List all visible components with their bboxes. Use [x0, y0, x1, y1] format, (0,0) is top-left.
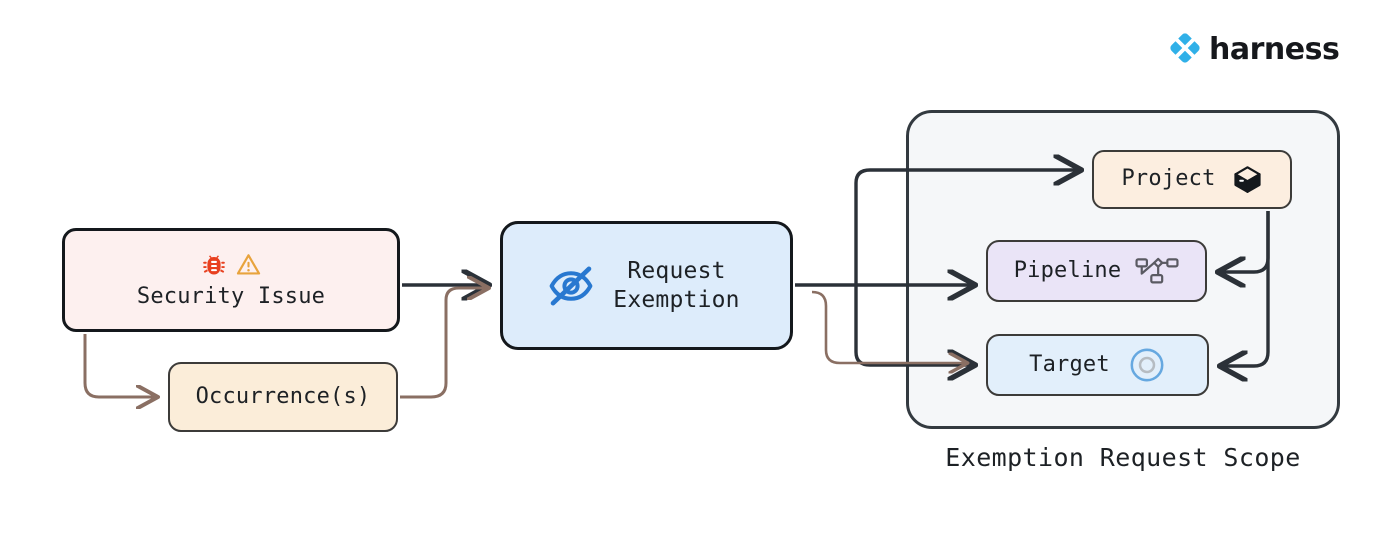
project-label: Project	[1121, 166, 1216, 192]
edge-project-to-pipeline	[1220, 211, 1270, 272]
edge-occurrences-to-target	[811, 290, 966, 363]
concentric-circle-icon	[1128, 346, 1166, 384]
security-issue-label: Security Issue	[136, 283, 326, 309]
node-project[interactable]: Project	[1092, 150, 1292, 209]
request-exemption-label: Request Exemption	[613, 257, 739, 313]
node-occurrences[interactable]: Occurrence(s)	[168, 362, 398, 432]
node-request-exemption[interactable]: Request Exemption	[500, 221, 793, 350]
bug-icon	[201, 252, 227, 284]
edge-occurrences-to-request	[400, 288, 487, 399]
edge-security-to-occurrences	[83, 334, 156, 397]
security-issue-icons	[201, 254, 261, 282]
target-label: Target	[1029, 351, 1110, 377]
edge-request-to-target	[854, 285, 973, 365]
pipeline-label: Pipeline	[1013, 257, 1122, 283]
cube-icon	[1232, 164, 1263, 195]
brand-name: harness	[1209, 32, 1340, 67]
request-exemption-label-line2: Exemption	[613, 286, 740, 313]
node-target[interactable]: Target	[986, 334, 1209, 396]
node-pipeline[interactable]: Pipeline	[986, 240, 1207, 302]
request-exemption-label-line1: Request	[627, 258, 726, 285]
occurrences-label: Occurrence(s)	[195, 383, 371, 409]
harness-diamond-logo-icon	[1168, 31, 1202, 69]
harness-logo: harness	[1168, 31, 1340, 69]
warning-triangle-icon	[236, 252, 261, 283]
workflow-nodes-icon	[1135, 255, 1179, 287]
edge-project-to-target	[1222, 211, 1270, 366]
eye-off-icon	[547, 262, 595, 310]
edge-request-to-project	[854, 170, 1079, 285]
node-security-issue[interactable]: Security Issue	[62, 228, 400, 332]
exemption-request-scope-caption: Exemption Request Scope	[945, 443, 1301, 472]
